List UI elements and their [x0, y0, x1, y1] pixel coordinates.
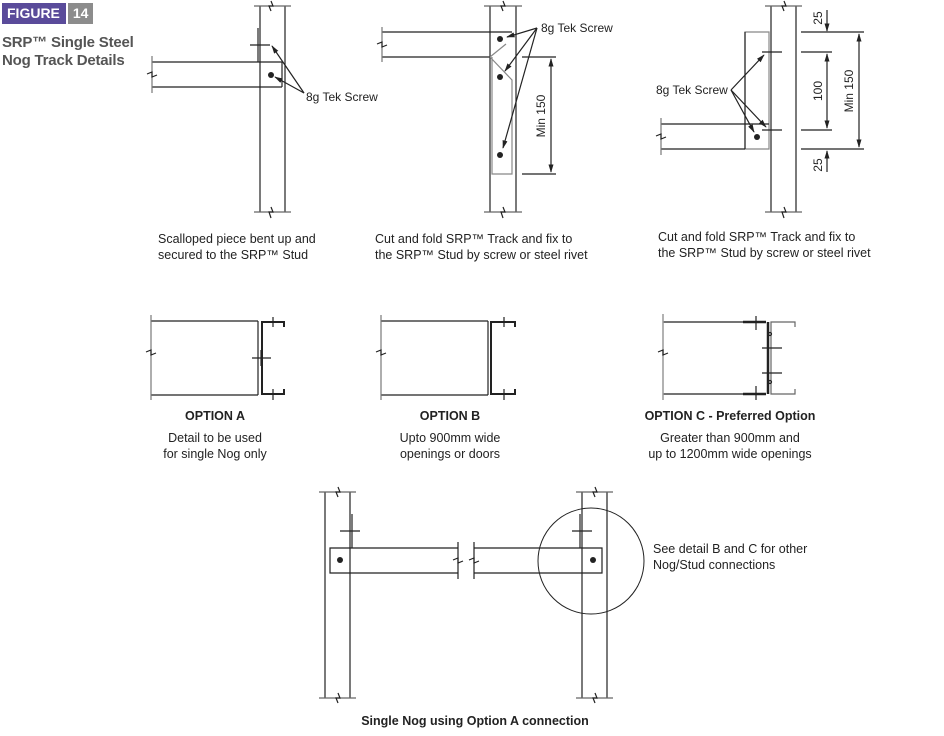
break-mark-icon	[657, 349, 669, 356]
break-mark-icon	[500, 0, 506, 12]
option-b-title: OPTION B	[419, 409, 481, 423]
screw-icon	[497, 152, 503, 158]
caption-line: Greater than 900mm and	[660, 431, 800, 445]
caption-line: up to 1200mm wide openings	[648, 447, 812, 461]
detail-1-callout: 8g Tek Screw	[306, 90, 378, 104]
detail-3-drawing	[655, 0, 864, 219]
caption-line: for single Nog only	[163, 447, 267, 461]
detail-2-dimension: Min 150	[534, 94, 548, 137]
break-mark-icon	[592, 692, 598, 704]
break-mark-icon	[335, 692, 341, 704]
break-mark-icon	[452, 557, 464, 564]
detail-circle	[537, 507, 645, 615]
figure-label: FIGURE	[2, 3, 66, 24]
caption-line: Scalloped piece bent up and	[158, 232, 316, 246]
detail-3-dim-overall: Min 150	[842, 69, 856, 112]
option-c-drawing	[657, 314, 796, 400]
caption-line: openings or doors	[399, 447, 501, 461]
figure-number: 14	[67, 3, 94, 24]
screw-icon	[590, 557, 596, 563]
figure-title-line1: SRP™ Single Steel	[2, 34, 134, 51]
detail-3-caption: Cut and fold SRP™ Track and fix to the S…	[658, 229, 871, 261]
screw-icon	[337, 557, 343, 563]
break-mark-icon	[468, 557, 480, 564]
option-a-caption: Detail to be used for single Nog only	[150, 430, 280, 462]
screw-icon	[497, 36, 503, 42]
detail-1-drawing	[146, 0, 305, 219]
break-mark-icon	[500, 206, 506, 219]
caption-line: Cut and fold SRP™ Track and fix to	[375, 232, 573, 246]
option-b-caption: Upto 900mm wide openings or doors	[380, 430, 520, 462]
bottom-caption: Single Nog using Option A connection	[361, 714, 589, 728]
detail-2-caption: Cut and fold SRP™ Track and fix to the S…	[375, 231, 588, 263]
option-c-caption: Greater than 900mm and up to 1200mm wide…	[640, 430, 820, 462]
caption-line: Detail to be used	[168, 431, 262, 445]
caption-line: the SRP™ Stud by screw or steel rivet	[375, 248, 588, 262]
note-line: Nog/Stud connections	[653, 558, 776, 572]
option-a-drawing	[145, 315, 285, 400]
caption-line: Upto 900mm wide	[399, 431, 501, 445]
break-mark-icon	[375, 349, 387, 356]
screw-icon	[268, 72, 274, 78]
option-a-title: OPTION A	[185, 409, 245, 423]
detail-2-drawing	[376, 0, 556, 219]
detail-3-dim-bottom: 25	[811, 158, 825, 172]
detail-3-callout: 8g Tek Screw	[656, 83, 728, 97]
option-b-drawing	[375, 315, 516, 400]
detail-3-dim-middle: 100	[811, 81, 825, 101]
break-mark-icon	[145, 349, 157, 356]
caption-line: secured to the SRP™ Stud	[158, 248, 309, 262]
break-mark-icon	[268, 206, 274, 219]
break-mark-icon	[592, 486, 598, 498]
break-mark-icon	[655, 133, 667, 140]
bottom-assembly-drawing	[319, 486, 645, 704]
bottom-note: See detail B and C for other Nog/Stud co…	[653, 541, 807, 573]
detail-1-caption: Scalloped piece bent up and secured to t…	[158, 231, 316, 263]
break-mark-icon	[335, 486, 341, 498]
screw-icon	[497, 74, 503, 80]
break-mark-icon	[146, 71, 158, 78]
caption-line: Cut and fold SRP™ Track and fix to	[658, 230, 856, 244]
figure-title-line2: Nog Track Details	[2, 52, 125, 69]
break-mark-icon	[781, 0, 787, 12]
c-section-stud	[490, 321, 516, 395]
break-mark-icon	[376, 41, 388, 48]
caption-line: the SRP™ Stud by screw or steel rivet	[658, 246, 871, 260]
option-c-title: OPTION C - Preferred Option	[644, 409, 816, 423]
detail-3-dim-top: 25	[811, 11, 825, 25]
break-mark-icon	[268, 0, 274, 12]
detail-2-callout: 8g Tek Screw	[541, 21, 613, 35]
break-mark-icon	[781, 206, 787, 219]
figure-title: SRP™ Single Steel Nog Track Details	[2, 34, 134, 70]
note-line: See detail B and C for other	[653, 542, 808, 556]
figure-header: FIGURE 14	[2, 3, 94, 24]
screw-icon	[754, 134, 760, 140]
